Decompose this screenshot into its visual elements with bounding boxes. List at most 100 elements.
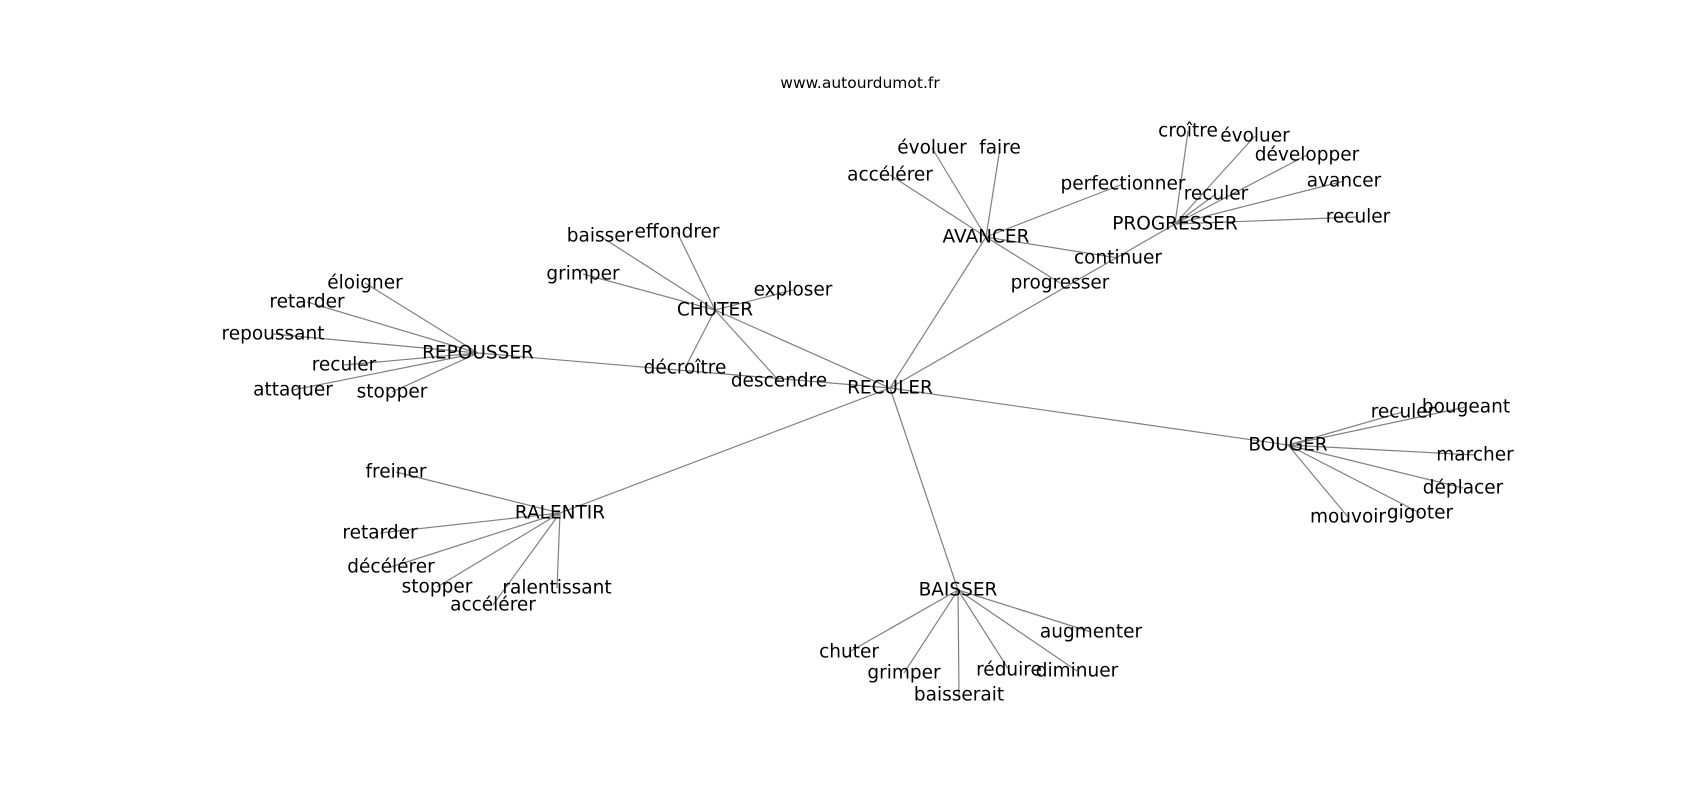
leaf-word-baisser-diminuer[interactable]: diminuer (1036, 661, 1119, 682)
leaf-word-ralentir-retarder[interactable]: retarder (342, 523, 418, 544)
leaf-word-ralentir-stopper[interactable]: stopper (402, 577, 473, 598)
edge-progresser-reculer (1174, 216, 1359, 225)
hub-word-chuter[interactable]: CHUTER (677, 300, 753, 321)
leaf-word-ralentir-decelerer[interactable]: décélérer (347, 557, 435, 578)
leaf-word-bouger-gigoter[interactable]: gigoter (1387, 503, 1454, 524)
edge-chuter-grimper (582, 273, 716, 311)
edge-center-baisser (889, 387, 959, 591)
source-watermark: www.autourdumot.fr (780, 74, 940, 92)
hub-word-avancer[interactable]: AVANCER (943, 227, 1030, 248)
edge-center-bouger (889, 387, 1289, 446)
edge-progresser-developper (1174, 154, 1308, 225)
leaf-word-baisser-augmenter[interactable]: augmenter (1040, 622, 1143, 643)
edge-center-progresser (889, 223, 1176, 389)
leaf-word-repousser-retarder[interactable]: retarder (269, 292, 345, 313)
center-word-reculer[interactable]: RECULER (847, 378, 933, 399)
edge-progresser-reculer (1174, 193, 1217, 225)
edge-baisser-baisserait (957, 589, 960, 696)
edge-chuter-baisser (599, 235, 716, 311)
edge-ralentir-freiner (395, 471, 561, 514)
leaf-word-progresser-reculer[interactable]: reculer (1184, 184, 1249, 205)
leaf-word-progresser-reculer[interactable]: reculer (1326, 207, 1391, 228)
edge-repousser-retarder (306, 301, 479, 354)
edge-baisser-grimper (903, 589, 959, 674)
labels-layer: www.autourdumot.fr RECULER AVANCER évoluer… (222, 74, 1515, 706)
edges-layer (272, 130, 1476, 696)
hub-word-repousser[interactable]: REPOUSSER (422, 343, 534, 364)
leaf-word-bouger-bougeant[interactable]: bougeant (1422, 397, 1510, 418)
edge-baisser-chuter (848, 589, 959, 653)
edge-bouger-deplacer (1287, 444, 1464, 489)
edge-bouger-marcher (1287, 444, 1476, 456)
leaf-word-repousser-repoussant[interactable]: repoussant (222, 324, 325, 345)
hub-word-progresser[interactable]: PROGRESSER (1112, 214, 1238, 235)
edge-repousser-reculer (343, 352, 479, 366)
edge-ralentir-ralentissant (556, 512, 561, 589)
edge-repousser-repoussant (272, 333, 479, 354)
leaf-word-bouger-deplacer[interactable]: déplacer (1423, 478, 1504, 499)
leaf-word-progresser-evoluer[interactable]: évoluer (1220, 126, 1290, 147)
edge-ralentir-stopper (436, 512, 561, 588)
leaf-word-baisser-baisserait[interactable]: baisserait (914, 685, 1004, 706)
edge-progresser-evoluer (1174, 135, 1256, 225)
edge-avancer-faire (985, 147, 1001, 238)
edge-chuter-exploser (714, 289, 794, 311)
leaf-word-baisser-reduire[interactable]: réduire (976, 660, 1042, 681)
leaf-word-repousser-stopper[interactable]: stopper (357, 382, 428, 403)
leaf-word-bouger-reculer[interactable]: reculer (1371, 402, 1436, 423)
edge-ralentir-accelerer (492, 512, 561, 606)
edge-progresser-croitre (1174, 130, 1189, 225)
edge-repousser-eloigner (364, 282, 479, 354)
leaf-word-repousser-reculer[interactable]: reculer (312, 355, 377, 376)
edge-ralentir-retarder (379, 512, 561, 534)
leaf-word-avancer-continuer[interactable]: continuer (1074, 248, 1162, 269)
leaf-word-progresser-croitre[interactable]: croître (1158, 121, 1218, 142)
edge-chuter-decroitre (684, 309, 716, 369)
edge-baisser-augmenter (957, 589, 1092, 633)
hub-word-bouger[interactable]: BOUGER (1248, 435, 1327, 456)
edge-bouger-reculer (1287, 411, 1404, 446)
edge-chuter-descendre (714, 309, 780, 382)
leaf-word-chuter-descendre[interactable]: descendre (731, 371, 827, 392)
edge-bouger-mouvoir (1287, 444, 1349, 518)
hub-word-baisser[interactable]: BAISSER (919, 580, 998, 601)
edge-chuter-effondrer (676, 231, 716, 311)
leaf-word-ralentir-accelerer[interactable]: accélérer (450, 595, 536, 616)
leaf-word-avancer-progresser[interactable]: progresser (1011, 273, 1110, 294)
edge-avancer-evoluer (931, 147, 987, 238)
edge-ralentir-decelerer (390, 512, 561, 568)
edge-center-chuter (714, 309, 891, 389)
leaf-word-bouger-marcher[interactable]: marcher (1436, 445, 1514, 466)
edge-avancer-accelerer (889, 174, 987, 238)
leaf-word-chuter-baisser[interactable]: baisser (567, 226, 634, 247)
edge-repousser-attaquer (292, 352, 479, 391)
edge-center-avancer (889, 236, 987, 389)
leaf-word-baisser-grimper[interactable]: grimper (867, 663, 941, 684)
leaf-word-chuter-effondrer[interactable]: effondrer (634, 222, 719, 243)
leaf-word-avancer-accelerer[interactable]: accélérer (847, 165, 933, 186)
edge-center-ralentir (559, 387, 891, 514)
leaf-word-bouger-mouvoir[interactable]: mouvoir (1310, 507, 1386, 528)
leaf-word-progresser-developper[interactable]: développer (1255, 145, 1360, 166)
leaf-word-ralentir-ralentissant[interactable]: ralentissant (502, 578, 611, 599)
leaf-word-ralentir-freiner[interactable]: freiner (366, 462, 427, 483)
edge-baisser-reduire (957, 589, 1010, 671)
edge-center-repousser (477, 352, 891, 389)
edge-repousser-stopper (391, 352, 479, 393)
leaf-word-chuter-grimper[interactable]: grimper (546, 264, 620, 285)
hub-word-ralentir[interactable]: RALENTIR (515, 503, 605, 524)
edge-avancer-perfectionner (985, 183, 1124, 238)
leaf-word-chuter-exploser[interactable]: exploser (754, 280, 833, 301)
leaf-word-avancer-evoluer[interactable]: évoluer (897, 138, 967, 159)
leaf-word-avancer-faire[interactable]: faire (979, 138, 1021, 159)
edge-bouger-bougeant (1287, 406, 1467, 446)
leaf-word-repousser-attaquer[interactable]: attaquer (253, 380, 333, 401)
leaf-word-avancer-perfectionner[interactable]: perfectionner (1061, 174, 1186, 195)
leaf-word-repousser-eloigner[interactable]: éloigner (327, 273, 403, 294)
leaf-word-baisser-chuter[interactable]: chuter (819, 642, 879, 663)
edge-bouger-gigoter (1287, 444, 1421, 514)
leaf-word-progresser-avancer[interactable]: avancer (1307, 171, 1382, 192)
edge-progresser-avancer (1174, 180, 1345, 225)
leaf-word-chuter-decroitre[interactable]: décroître (644, 358, 727, 379)
